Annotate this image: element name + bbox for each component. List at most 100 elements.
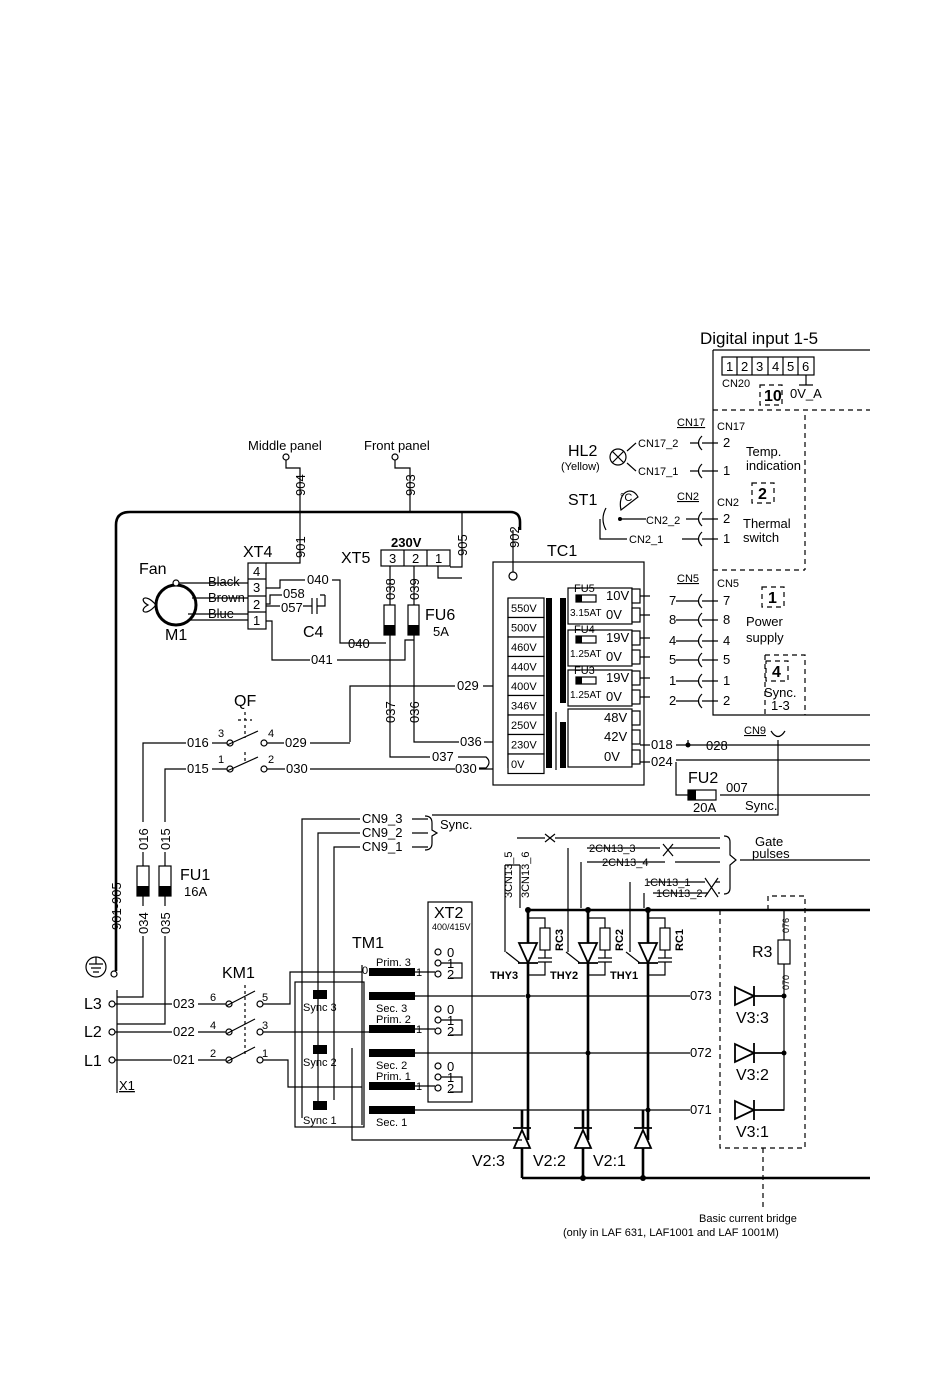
cn5-jack-4 — [697, 633, 718, 649]
fan-label: Fan — [139, 561, 167, 578]
xt4-pin-4: 4 — [253, 564, 260, 579]
km1-pin-6: 6 — [210, 992, 216, 1004]
xt2-label: XT2 — [434, 905, 463, 922]
diode-v3-icon — [734, 985, 757, 1007]
wire-029a: 029 — [457, 678, 479, 693]
tc1-secondary-lead — [640, 677, 650, 698]
wire-016: 016 — [187, 735, 209, 750]
tc1-secondary-lead — [640, 637, 650, 658]
st1-label: ST1 — [568, 492, 597, 509]
wire-037v: 037 — [383, 701, 398, 723]
fu2-rating: 20A — [693, 800, 716, 815]
wire-072: 072 — [690, 1045, 712, 1060]
tc1-label: TC1 — [547, 543, 577, 560]
wire-022: 022 — [173, 1024, 195, 1039]
cn5-jack-7 — [697, 593, 718, 609]
wire-016v: 016 — [136, 828, 151, 850]
gate-2cn13-4: 2CN13_4 — [602, 857, 648, 869]
qf-switch: 029 QF 3 4 1 2 029 030 030 016 015 — [142, 678, 493, 822]
cn9-label: CN9 — [744, 725, 766, 737]
xt2-label-t2: 2 — [447, 1024, 454, 1039]
cn20-pin-3: 3 — [756, 359, 763, 374]
prim-3-one: 1 — [416, 967, 422, 979]
tc1-48v-terminal — [631, 710, 641, 726]
km1-pin-2: 2 — [210, 1048, 216, 1060]
xt2-terminal — [434, 1027, 442, 1035]
xt4-pin-2: 2 — [253, 597, 260, 612]
fu6-label: FU6 — [425, 607, 455, 624]
hl2-color-label: (Yellow) — [561, 461, 600, 473]
cn2-connector: CN2 CN2 2 1 2 Thermal switch CN2_2 CN2_1… — [568, 482, 791, 547]
l1-label: L1 — [84, 1053, 102, 1070]
diode-v3-icon — [734, 1042, 757, 1064]
thyristor-label-2: THY1 — [610, 970, 638, 982]
gate-1cn13-1: 1CN13_1 — [644, 877, 690, 889]
thyristor-label-0: THY3 — [490, 970, 518, 982]
cn17-2-wire: CN17_2 — [638, 438, 678, 450]
cn17-inner-label: CN17 — [717, 421, 745, 433]
xt2-label-t0: 0 — [447, 1059, 454, 1074]
thyristor-label-1: THY2 — [550, 970, 578, 982]
cn17-label: CN17 — [677, 417, 705, 429]
middle-panel-label: Middle panel — [248, 438, 322, 453]
resistor-r3-icon — [777, 939, 791, 965]
cn5-inner-label: CN5 — [717, 578, 739, 590]
tc1-out-pin-1: 1 — [669, 673, 676, 688]
fan-motor-icon — [154, 583, 198, 627]
rc-snubber-wire — [648, 917, 672, 976]
cn20-label: CN20 — [722, 378, 750, 390]
tc1-tap-7: 230V — [511, 740, 537, 752]
qf-label: QF — [234, 693, 256, 710]
digital-input-title: Digital input 1-5 — [700, 329, 818, 348]
km1-label: KM1 — [222, 965, 255, 982]
cn5-pin-7: 7 — [723, 593, 730, 608]
tm1-transformer: TM1 Sync 3 Sync 2 Sync 1 Prim. 3 Sec. 3 … — [294, 935, 648, 1141]
bridge-note-2: (only in LAF 631, LAF1001 and LAF 1001M) — [563, 1227, 779, 1239]
tm1-label: TM1 — [352, 935, 384, 952]
thermal-switch-label-1: Thermal — [743, 516, 791, 531]
tc1-sec-d-1: 42V — [604, 729, 627, 744]
wire-057: 057 — [281, 600, 303, 615]
tc1-fu4-cap — [576, 636, 582, 643]
sec-1-label: Sec. 1 — [376, 1117, 407, 1129]
cn17-connector: CN17 CN17 2 1 Temp. indication CN17_2 CN… — [561, 417, 801, 479]
power-supply-label-1: Power — [746, 614, 784, 629]
cn20-0v-label: 0V_A — [790, 386, 822, 401]
diode-v3-label-1: V3:2 — [736, 1067, 769, 1084]
diode-v2-icon — [573, 1127, 593, 1149]
rc-snubber-wire — [588, 917, 612, 976]
cn2-label: CN2 — [677, 491, 699, 503]
tc1-secondary-box — [567, 669, 633, 707]
xt5-label: XT5 — [341, 550, 370, 567]
motor-m1-label: M1 — [165, 627, 187, 644]
control-board: Digital input 1-5 — [700, 329, 870, 716]
cn5-pin-2: 2 — [723, 693, 730, 708]
sync-label-2: 1-3 — [771, 698, 790, 713]
st1-symbol: °C — [620, 492, 632, 504]
cn9-3-wire: CN9_3 — [362, 811, 402, 826]
capacitor-icon — [311, 598, 318, 614]
wire-018: 018 — [651, 737, 673, 752]
cn20-connector: 1 2 3 4 5 6 CN20 10 0V_A — [721, 356, 822, 406]
xt5-pin-3: 3 — [389, 551, 396, 566]
xt4-pin-1: 1 — [253, 613, 260, 628]
cn5-label: CN5 — [677, 573, 699, 585]
tc1-tap-3: 440V — [511, 662, 537, 674]
wire-blue-label: Blue — [208, 606, 234, 621]
cn5-pin-5: 5 — [723, 652, 730, 667]
fu2-label: FU2 — [688, 770, 718, 787]
sync-3-label: Sync 3 — [303, 1002, 337, 1014]
tc1-tap-6: 250V — [511, 720, 537, 732]
tc1-sec_c-1: 0V — [606, 689, 622, 704]
cn9-2-wire: CN9_2 — [362, 825, 402, 840]
tc1-fu3-label: FU3 — [574, 665, 595, 677]
fu1-fuses: 016 015 FU1 16A 034 035 — [117, 828, 210, 1025]
sync-input-label: Sync. — [440, 817, 473, 832]
prim-2-one: 1 — [416, 1024, 422, 1036]
tc1-sec-d-0: 48V — [604, 710, 627, 725]
power-supply-label-2: supply — [746, 630, 784, 645]
tc1-sec_b-0: 19V — [606, 630, 629, 645]
thyristor-gate — [565, 951, 581, 964]
